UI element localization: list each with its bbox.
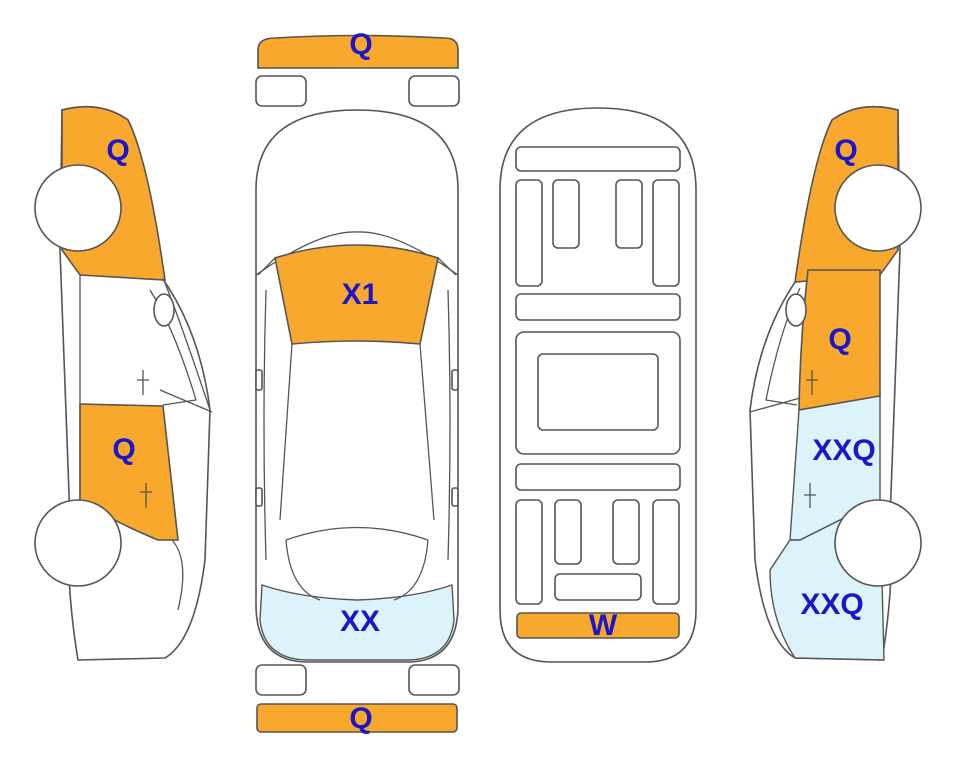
trunk-inner-line bbox=[285, 539, 429, 601]
frame-box-3 bbox=[615, 179, 643, 249]
frame-rail-mid-1 bbox=[515, 293, 681, 321]
right-door-handle-rear bbox=[804, 483, 816, 508]
frame-box-7 bbox=[612, 499, 640, 565]
code-left-front-fender: Q bbox=[106, 134, 129, 167]
hood-line bbox=[255, 231, 459, 276]
code-windshield: X1 bbox=[342, 278, 379, 311]
frame-box-5 bbox=[515, 499, 543, 605]
left-rear-wheel bbox=[34, 499, 122, 587]
right-pillar bbox=[749, 397, 801, 413]
right-mirror bbox=[785, 293, 807, 327]
frame-rail-mid-2 bbox=[515, 463, 681, 491]
wheel-rear-right bbox=[408, 664, 460, 696]
right-door-handle-front bbox=[806, 370, 818, 395]
top-view bbox=[255, 34, 460, 733]
left-mirror bbox=[153, 293, 175, 327]
underbody-view bbox=[499, 107, 697, 663]
frame-box-1 bbox=[515, 179, 543, 287]
handle-left bbox=[255, 487, 263, 507]
frame-center-box bbox=[537, 353, 659, 431]
left-pillar bbox=[159, 389, 213, 413]
underbody-rear-panel[interactable] bbox=[516, 612, 680, 639]
right-front-wheel bbox=[834, 164, 922, 252]
left-door-handle-rear bbox=[140, 483, 152, 508]
a-pillar-right bbox=[419, 257, 457, 521]
wheel-front-left bbox=[255, 75, 307, 107]
code-right-rear-door: XXQ bbox=[812, 434, 875, 467]
left-side-view bbox=[34, 105, 213, 661]
code-trunk: XX bbox=[340, 605, 380, 638]
code-right-front-fender: Q bbox=[834, 134, 857, 167]
mirror-left bbox=[255, 369, 263, 391]
left-door-handle-front bbox=[137, 370, 149, 395]
windshield-panel[interactable] bbox=[274, 244, 439, 345]
trunk-panel[interactable] bbox=[259, 584, 455, 661]
a-pillar-left bbox=[257, 257, 293, 521]
wheel-rear-left bbox=[255, 664, 307, 696]
frame-box-6 bbox=[554, 499, 582, 565]
wheel-front-right bbox=[408, 75, 460, 107]
frame-rail-rear bbox=[554, 573, 642, 601]
side-line-left bbox=[263, 289, 267, 561]
mirror-right bbox=[451, 369, 459, 391]
frame-box-2 bbox=[552, 179, 580, 249]
code-underbody-rear: W bbox=[589, 609, 618, 642]
rear-bumper-panel[interactable] bbox=[256, 703, 458, 733]
damage-code-labels: Q Q X1 XX W Q Q Q Q XXQ XXQ bbox=[106, 28, 875, 735]
frame-box-8 bbox=[652, 499, 680, 605]
frame-rail-front bbox=[515, 146, 681, 172]
frame-box-4 bbox=[652, 179, 680, 287]
code-right-front-door: Q bbox=[828, 323, 851, 356]
code-front-bumper: Q bbox=[349, 28, 372, 61]
right-rear-wheel bbox=[834, 499, 922, 587]
side-line-right bbox=[447, 289, 451, 561]
left-front-wheel bbox=[34, 164, 122, 252]
front-bumper-panel[interactable] bbox=[257, 34, 459, 69]
left-sill-line bbox=[171, 539, 184, 611]
code-rear-bumper: Q bbox=[349, 702, 372, 735]
car-body-top bbox=[255, 109, 459, 663]
right-side-view bbox=[749, 105, 922, 661]
handle-right bbox=[451, 487, 459, 507]
code-left-rear-door: Q bbox=[112, 433, 135, 466]
code-right-rear-quarter: XXQ bbox=[800, 588, 863, 621]
rear-window-line bbox=[285, 526, 429, 541]
